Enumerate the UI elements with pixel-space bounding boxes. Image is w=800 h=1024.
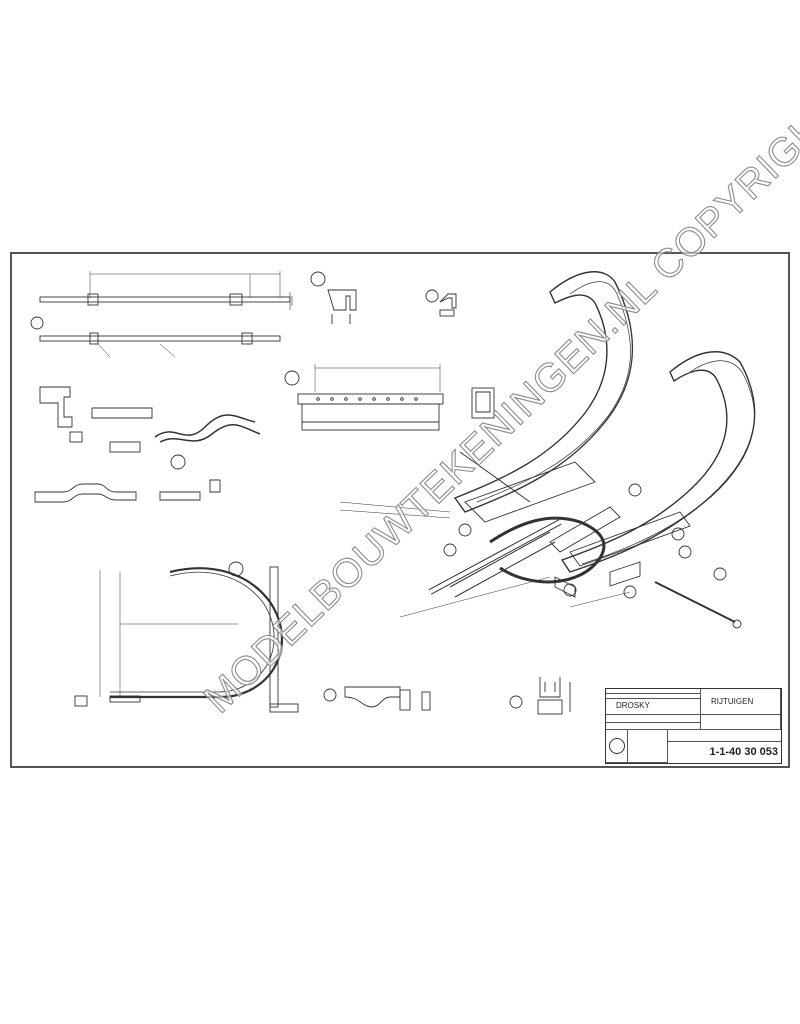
title-block-lower-left — [628, 730, 668, 763]
title-block-lower-right — [668, 730, 781, 742]
title-block-row-1 — [606, 715, 701, 723]
drawing-number: 1-1-40 30 053 — [709, 746, 779, 758]
title-block-row-3 — [701, 715, 781, 730]
drawing-sheet-border — [10, 252, 790, 768]
rail-detail — [284, 364, 495, 431]
publisher-logo-icon — [609, 738, 625, 754]
carriage-spring-assembly — [339, 271, 756, 629]
detail-parts-top — [310, 271, 457, 324]
linkage-details — [34, 386, 261, 503]
model-name: DROSKY — [606, 699, 701, 715]
axle-detail — [30, 271, 293, 358]
title-block-header-row — [606, 689, 701, 694]
title-block-header-row-2 — [606, 694, 701, 699]
title-block-row-2 — [606, 723, 701, 730]
publisher-logo-cell — [606, 730, 628, 763]
title-block: DROSKY RIJTUIGEN 1-1-40 30 053 — [605, 688, 782, 764]
technical-drawing — [30, 271, 756, 715]
part-name: RIJTUIGEN — [701, 689, 781, 715]
detail-parts-bottom — [323, 677, 571, 715]
bent-spring-detail — [74, 561, 299, 713]
